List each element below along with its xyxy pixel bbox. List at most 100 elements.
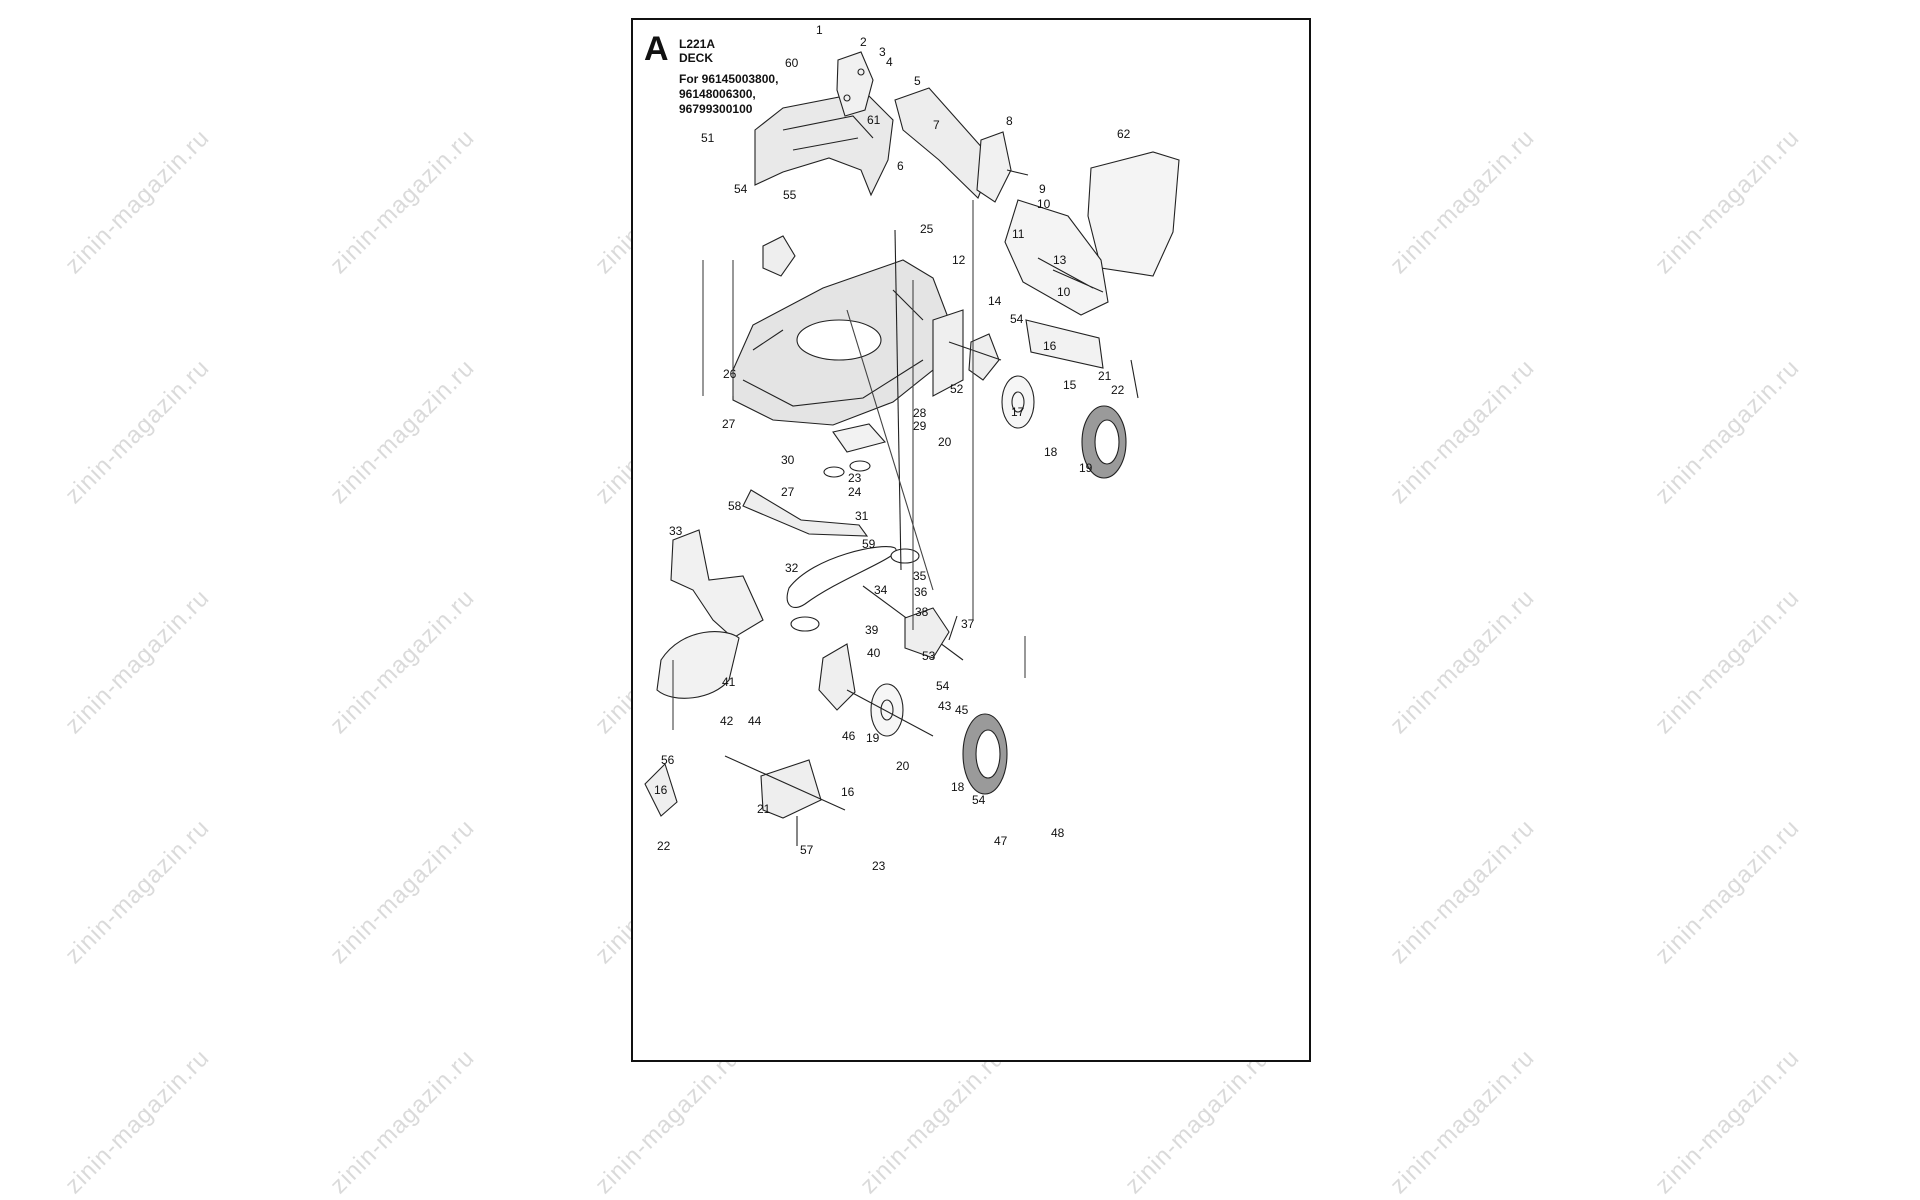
wheel-rim: [1094, 419, 1120, 465]
part-callout-number: 18: [951, 780, 965, 794]
part-callout-number: 34: [874, 583, 888, 597]
part-callout-number: 29: [913, 419, 927, 433]
part-number: 96799300100: [679, 102, 753, 116]
watermark-text: zinin-magazin.ru: [1385, 354, 1540, 510]
part-callout-number: 51: [701, 131, 715, 145]
part-callout-number: 19: [866, 731, 880, 745]
watermark-text: zinin-magazin.ru: [1915, 124, 1920, 280]
hub-cap-part: [1001, 375, 1035, 429]
watermark-text: zinin-magazin.ru: [1385, 814, 1540, 970]
wheel-rim: [975, 729, 1001, 779]
watermark-text: zinin-magazin.ru: [590, 1044, 745, 1200]
part-callout-number: 20: [896, 759, 910, 773]
flap-hinge-part: [1037, 257, 1104, 293]
watermark-text: zinin-magazin.ru: [325, 124, 480, 280]
applicability-label: For 96145003800,: [679, 72, 779, 86]
part-callout-number: 3: [879, 45, 886, 59]
part-callout-number: 52: [950, 382, 964, 396]
part-callout-number: 30: [781, 453, 795, 467]
spring-part: [948, 615, 958, 641]
part-callout-number: 22: [657, 839, 671, 853]
watermark-text: zinin-magazin.ru: [325, 584, 480, 740]
handle-bracket-part: [976, 131, 1012, 203]
part-callout-number: 1: [816, 23, 823, 37]
watermark-text: zinin-magazin.ru: [1650, 814, 1805, 970]
part-callout-number: 5: [914, 74, 921, 88]
part-callout-number: 32: [785, 561, 799, 575]
model-name: L221A: [679, 37, 716, 51]
part-callout-number: 28: [913, 406, 927, 420]
part-callout-number: 26: [723, 367, 737, 381]
part-callout-number: 61: [867, 113, 881, 127]
part-callout-number: 49: [633, 20, 647, 23]
rear-flap-part: [1004, 199, 1109, 316]
part-callout-number: 58: [728, 499, 742, 513]
watermark-text: zinin-magazin.ru: [855, 1044, 1010, 1200]
watermark-text: zinin-magazin.ru: [1915, 354, 1920, 510]
part-callout-number: 24: [848, 485, 862, 499]
watermark-text: zinin-magazin.ru: [1650, 584, 1805, 740]
part-callout-number: 16: [841, 785, 855, 799]
part-callout-number: 56: [661, 753, 675, 767]
part-callout-number: 25: [920, 222, 934, 236]
part-callout-number: 9: [1039, 182, 1046, 196]
watermark-text: zinin-magazin.ru: [60, 124, 215, 280]
diagram-sheet: A L221A DECK For 96145003800, 9614800630…: [631, 18, 1311, 1062]
hub-cap-inner: [880, 699, 894, 721]
section-letter: A: [644, 30, 669, 68]
handle-bracket-part: [836, 51, 874, 117]
part-callout-number: 18: [1044, 445, 1058, 459]
rear-cover-part: [754, 91, 894, 197]
part-callout-number: 2: [860, 35, 867, 49]
part-callout-number: 54: [972, 793, 986, 807]
watermark-text: zinin-magazin.ru: [60, 354, 215, 510]
diagram-subtitle: DECK: [679, 51, 714, 65]
rod-part: [1130, 359, 1139, 399]
part-callout-number: 53: [922, 649, 936, 663]
part-callout-number: 20: [938, 435, 952, 449]
part-callout-number: 11: [1012, 227, 1025, 241]
part-callout-number: 15: [1063, 378, 1077, 392]
part-callout-number: 6: [897, 159, 904, 173]
watermark-text: zinin-magazin.ru: [1385, 124, 1540, 280]
watermark-text: zinin-magazin.ru: [325, 354, 480, 510]
watermark-text: zinin-magazin.ru: [1650, 354, 1805, 510]
watermark-text: zinin-magazin.ru: [1915, 1044, 1920, 1200]
part-callout-number: 39: [865, 623, 879, 637]
part-callout-number: 59: [862, 537, 876, 551]
part-callout-number: 54: [936, 679, 950, 693]
part-callout-number: 33: [669, 524, 683, 538]
part-callout-number: 27: [781, 485, 795, 499]
watermark-text: zinin-magazin.ru: [325, 1044, 480, 1200]
watermark-text: zinin-magazin.ru: [1385, 1044, 1540, 1200]
part-callout-number: 54: [1010, 312, 1024, 326]
watermark-text: zinin-magazin.ru: [60, 1044, 215, 1200]
watermark-text: zinin-magazin.ru: [1650, 124, 1805, 280]
watermark-text: zinin-magazin.ru: [1120, 1044, 1275, 1200]
part-callout-number: 13: [1053, 253, 1067, 267]
part-callout-number: 41: [722, 675, 736, 689]
part-callout-number: 62: [1117, 127, 1131, 141]
wheel-bracket-part: [818, 643, 856, 711]
part-callout-number: 7: [933, 118, 940, 132]
watermark-text: zinin-magazin.ru: [60, 814, 215, 970]
deck-motor-opening: [796, 319, 882, 361]
watermark-text: zinin-magazin.ru: [1915, 814, 1920, 970]
bolt-part: [843, 94, 851, 102]
grass-bag-part: [1087, 151, 1180, 277]
wheel-bracket-part: [644, 762, 678, 817]
pulley-part: [849, 460, 871, 472]
bolt-part: [857, 68, 865, 76]
part-callout-number: 14: [988, 294, 1002, 308]
height-adjuster-part: [968, 333, 1000, 381]
part-number: 96148006300,: [679, 87, 756, 101]
part-callout-number: 27: [722, 417, 736, 431]
deck-detail: [742, 289, 924, 407]
part-callout-number: 43: [938, 699, 952, 713]
part-callout-number: 21: [1098, 369, 1112, 383]
applicability-note: For 96145003800, 96148006300, 9679930010…: [679, 72, 778, 117]
part-callout-number: 47: [994, 834, 1008, 848]
part-callout-number: 45: [955, 703, 969, 717]
pulley-part: [890, 548, 920, 564]
